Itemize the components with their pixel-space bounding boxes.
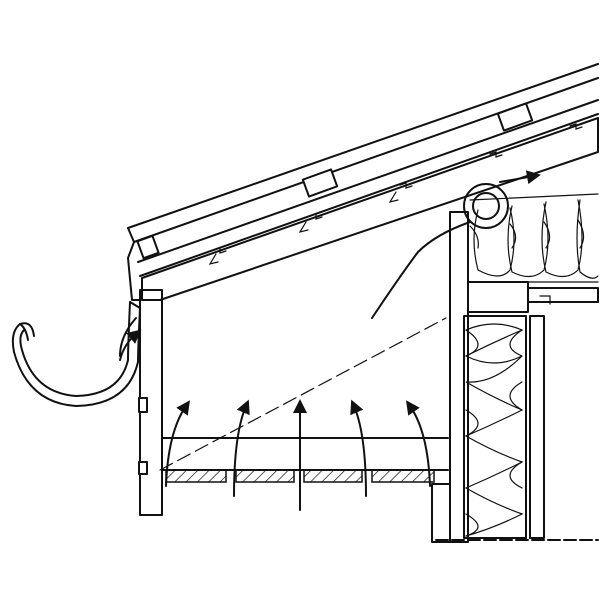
wall-insulation xyxy=(463,315,545,539)
wall-base-block xyxy=(431,483,451,543)
gutter xyxy=(11,301,141,407)
fascia-board xyxy=(138,289,163,516)
ceiling-insulation xyxy=(469,193,599,283)
rafter xyxy=(141,117,599,301)
soffit-vent xyxy=(161,437,449,483)
gutter-flow-arrow xyxy=(119,329,142,361)
drip-edge xyxy=(127,241,141,301)
roof-battens xyxy=(136,102,534,260)
ceiling-slope-line xyxy=(159,317,447,471)
roof-sheathing xyxy=(137,99,599,277)
airflow-arrows xyxy=(165,399,431,511)
airflow-out-arrow xyxy=(499,170,541,185)
roof-covering xyxy=(127,63,599,243)
top-plate xyxy=(449,211,599,543)
gutter-bracket xyxy=(119,317,137,357)
ventilation-pipe xyxy=(463,183,509,229)
airflow-curve xyxy=(371,221,471,319)
